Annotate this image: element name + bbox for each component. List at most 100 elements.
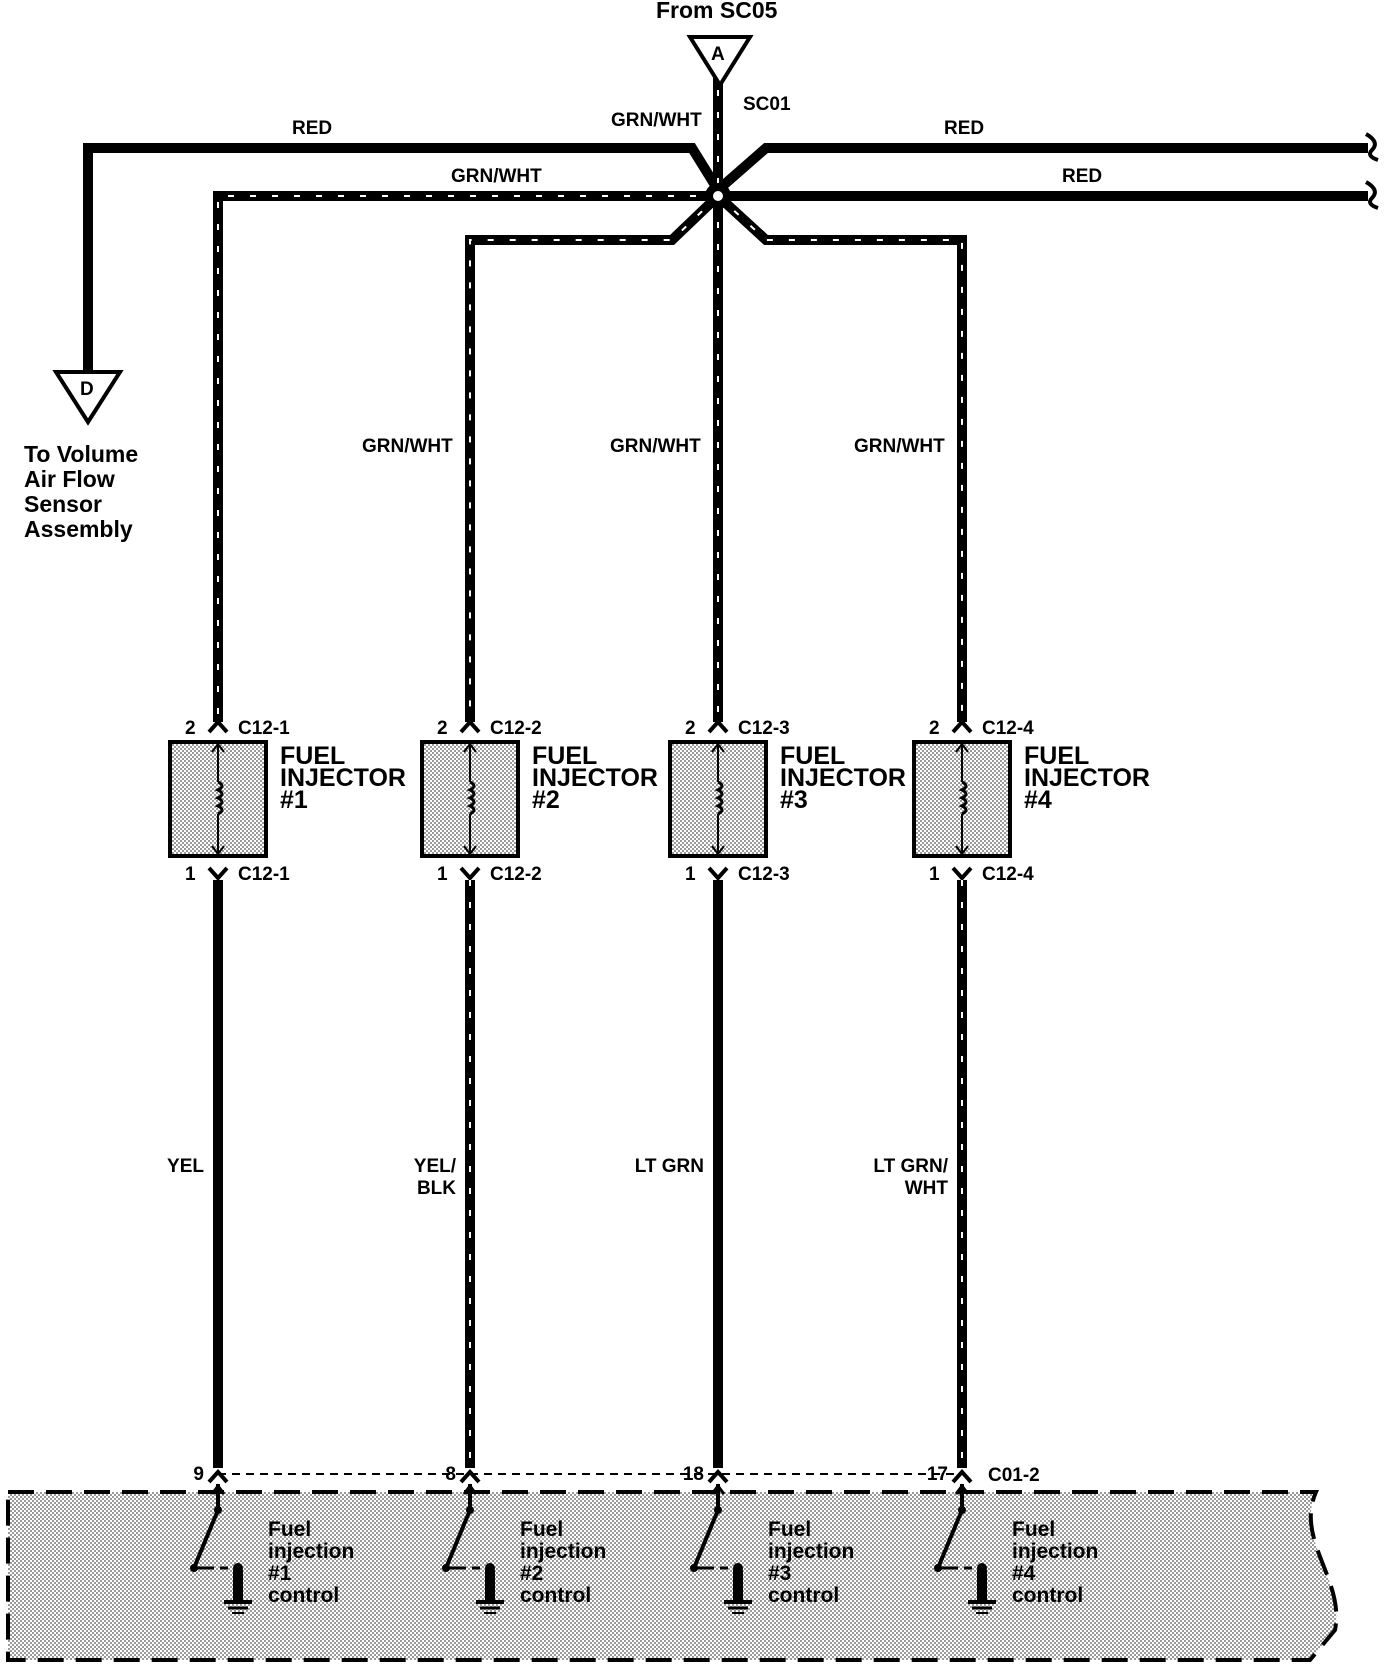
control-label: control — [268, 1584, 339, 1607]
bottom-pin-number: 1 — [685, 864, 696, 885]
control-label: Fuel — [1012, 1518, 1055, 1541]
injector-name-line-2: INJECTOR — [280, 764, 406, 792]
connector-d-caption: To Volume Air Flow Sensor Assembly — [24, 441, 138, 542]
signal-wire-label: LT GRN — [635, 1156, 704, 1177]
supply-wire-label: GRN/WHT — [854, 436, 945, 457]
signal-wire-label: WHT — [905, 1178, 949, 1199]
ecm-terminal — [207, 1469, 229, 1484]
injector-name-line-2: INJECTOR — [532, 764, 658, 792]
signal-wire-label: YEL/ — [414, 1156, 457, 1177]
label-grnwht-left: GRN/WHT — [451, 166, 542, 187]
control-label: injection — [1012, 1540, 1098, 1563]
top-terminal — [951, 719, 973, 734]
top-connector-label: C12-2 — [490, 718, 542, 739]
control-label: control — [520, 1584, 591, 1607]
bottom-terminal — [951, 866, 973, 881]
bottom-connector-label: C12-2 — [490, 864, 542, 885]
wire-red-left — [83, 143, 723, 372]
signal-wire-label: BLK — [417, 1178, 456, 1199]
control-label: #3 — [768, 1562, 791, 1585]
supply-wire-label: GRN/WHT — [362, 436, 453, 457]
bottom-terminal — [207, 866, 229, 881]
control-label: control — [1012, 1584, 1083, 1607]
ground-icon — [476, 1600, 504, 1614]
bottom-pin-number: 1 — [437, 864, 448, 885]
connector-d-letter: D — [80, 379, 94, 400]
injector-name-line-1: FUEL — [780, 742, 845, 770]
svg-text:Assembly: Assembly — [24, 516, 133, 542]
ground-icon — [968, 1600, 996, 1614]
control-label: #2 — [520, 1562, 543, 1585]
bottom-connector-label: C12-1 — [238, 864, 290, 885]
bottom-connector-label: C12-3 — [738, 864, 790, 885]
control-label: injection — [520, 1540, 606, 1563]
bottom-terminal — [707, 866, 729, 881]
transistor-switch-icon — [190, 1483, 252, 1614]
top-connector-label: C12-4 — [982, 718, 1034, 739]
injector-name-line-3: #1 — [280, 786, 308, 814]
top-connector-label: C12-3 — [738, 718, 790, 739]
connector-d-triangle — [52, 370, 124, 426]
control-label: injection — [268, 1540, 354, 1563]
injector-name-line-3: #2 — [532, 786, 560, 814]
control-label: #4 — [1012, 1562, 1036, 1585]
bottom-pin-number: 1 — [185, 864, 196, 885]
transistor-switch-icon — [934, 1483, 996, 1614]
injector-name-line-1: FUEL — [280, 742, 345, 770]
top-terminal — [707, 719, 729, 734]
top-terminal — [459, 719, 481, 734]
control-label: Fuel — [520, 1518, 563, 1541]
control-label: #1 — [268, 1562, 292, 1585]
svg-text:Sensor: Sensor — [24, 491, 102, 517]
injector-name-line-1: FUEL — [1024, 742, 1089, 770]
ecm-terminal — [951, 1469, 973, 1484]
ecm-terminal — [459, 1469, 481, 1484]
injector-name-line-2: INJECTOR — [780, 764, 906, 792]
coil-icon — [714, 780, 724, 816]
injector-name-line-1: FUEL — [532, 742, 597, 770]
ecm-housing — [6, 1490, 1339, 1662]
supply-wire-label: GRN/WHT — [610, 436, 701, 457]
top-pin-number: 2 — [685, 718, 696, 739]
coil-icon — [214, 780, 224, 816]
transistor-switch-icon — [442, 1483, 504, 1614]
top-terminal — [207, 719, 229, 734]
svg-text:Air Flow: Air Flow — [24, 466, 115, 492]
control-label: Fuel — [768, 1518, 811, 1541]
label-red-right-top: RED — [944, 118, 984, 139]
label-red-right-mid: RED — [1062, 166, 1102, 187]
signal-wire-label: YEL — [167, 1156, 204, 1177]
coil-icon — [466, 780, 476, 816]
bottom-pin-number: 1 — [929, 864, 940, 885]
top-pin-number: 2 — [929, 718, 940, 739]
bottom-connector-label: C12-4 — [982, 864, 1034, 885]
top-pin-number: 2 — [185, 718, 196, 739]
transistor-switch-icon — [690, 1483, 752, 1614]
connector-a-letter: A — [711, 44, 725, 65]
injector-name-line-3: #3 — [780, 786, 808, 814]
injector-name-line-3: #4 — [1024, 786, 1052, 814]
ecm-pin-number: 8 — [445, 1464, 456, 1485]
ground-icon — [224, 1600, 252, 1614]
ground-icon — [724, 1600, 752, 1614]
label-red-left: RED — [292, 118, 332, 139]
wire-red-right-top — [714, 143, 1368, 194]
connector-a-triangle — [686, 35, 754, 89]
svg-text:To Volume: To Volume — [24, 441, 138, 467]
wire-grnwht-injector-1 — [213, 191, 718, 722]
ecm-pin-number: 9 — [193, 1464, 204, 1485]
signal-wire-label: LT GRN/ — [873, 1156, 948, 1177]
coil-icon — [958, 780, 968, 816]
label-grnwht-top: GRN/WHT — [611, 110, 702, 131]
splice-label: SC01 — [743, 94, 791, 115]
ecm-terminal — [707, 1469, 729, 1484]
control-label: control — [768, 1584, 839, 1607]
connector-a-caption: From SC05 — [656, 0, 778, 23]
top-pin-number: 2 — [437, 718, 448, 739]
